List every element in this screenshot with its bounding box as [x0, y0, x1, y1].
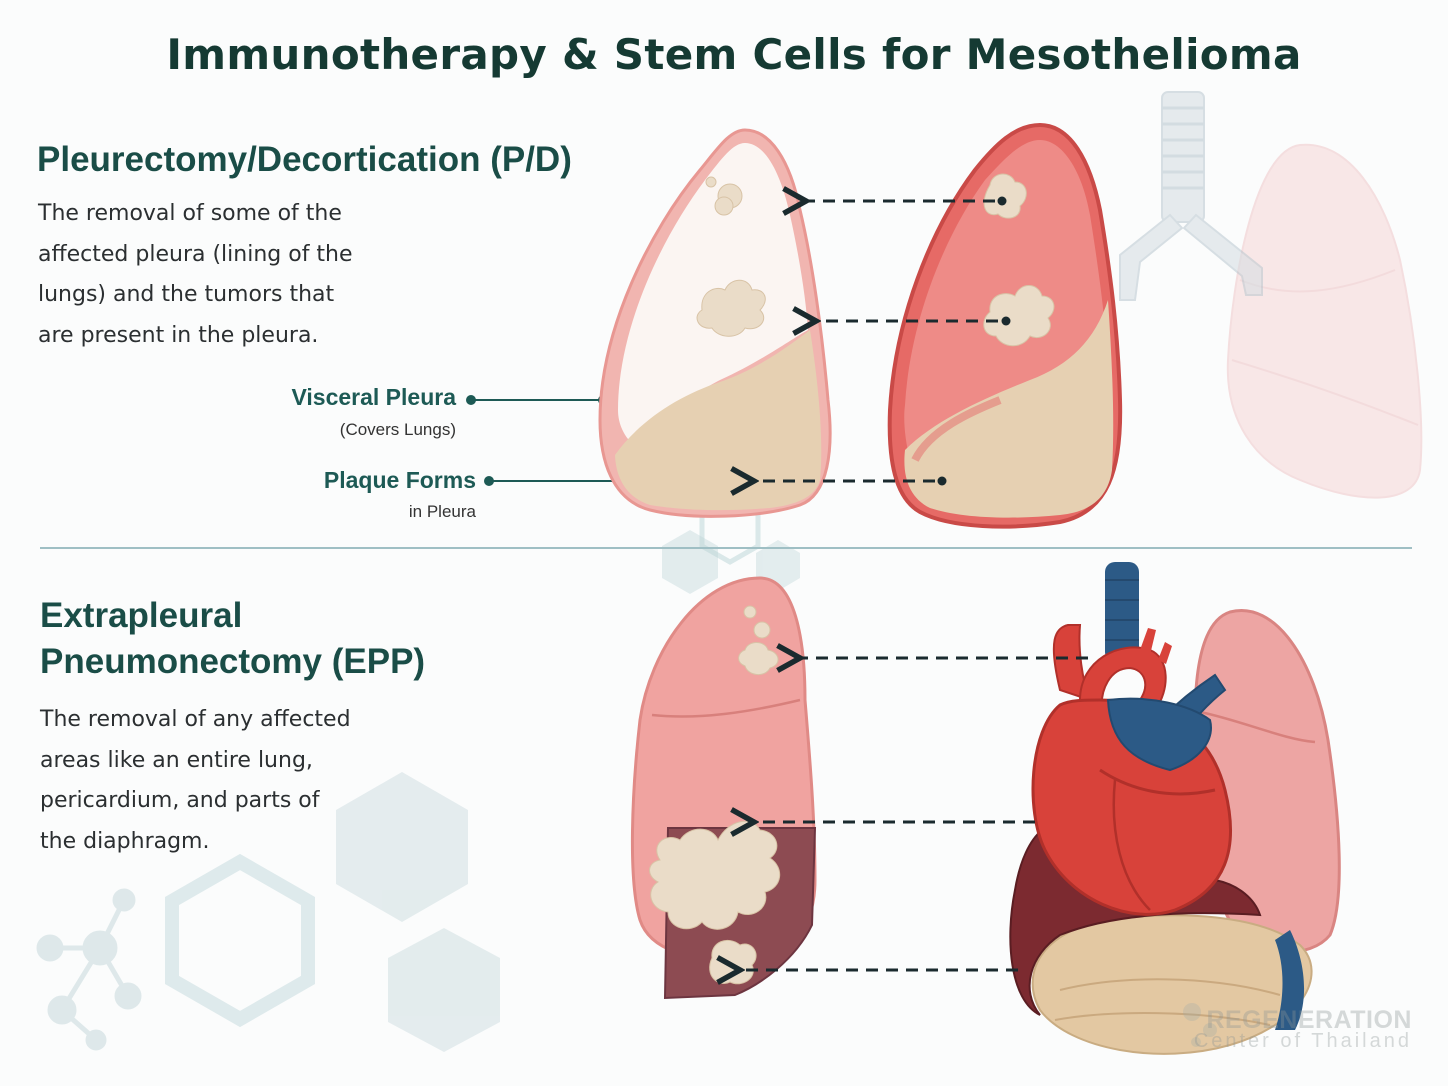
- watermark-logo-icon: [1183, 1003, 1217, 1047]
- pd-description: The removal of some of the affected pleu…: [38, 194, 438, 356]
- molecule-icon: [36, 888, 142, 1051]
- epp-description-line: The removal of any affected: [40, 707, 351, 732]
- epp-title-line: Extrapleural: [40, 596, 243, 635]
- heart-lung-diaphragm: [1009, 562, 1341, 1055]
- watermark: REGENERATION Center of Thailand: [1193, 1006, 1412, 1052]
- page-title: Immunotherapy & Stem Cells for Mesotheli…: [166, 30, 1302, 79]
- epp-description-line: the diaphragm.: [40, 828, 210, 854]
- epp-description: The removal of any affected areas like a…: [40, 700, 440, 862]
- pd-arrows: [754, 201, 998, 481]
- visceral-pleura-label: Visceral Pleura: [291, 384, 456, 410]
- hexagon-shape: [388, 928, 500, 1052]
- epp-description-line: pericardium, and parts of: [40, 788, 320, 813]
- epp-arrows: [740, 658, 1088, 970]
- plaque-forms-sublabel: in Pleura: [408, 502, 476, 521]
- hexagon-shape: [336, 772, 468, 922]
- watermark-line: Center of Thailand: [1193, 1030, 1412, 1052]
- visceral-pleura-sublabel: (Covers Lungs): [339, 420, 456, 439]
- faded-lung-right: [1226, 143, 1423, 499]
- affected-lung-red: [887, 122, 1123, 529]
- hexagon-outline: [165, 853, 315, 1028]
- epp-title-line: Pneumonectomy (EPP): [40, 642, 426, 681]
- pd-description-line: affected pleura (lining of the: [38, 241, 353, 267]
- epp-description-line: areas like an entire lung,: [40, 747, 313, 773]
- trachea: [1119, 91, 1263, 301]
- pd-section-title: Pleurectomy/Decortication (P/D): [37, 140, 572, 179]
- plaque-forms-label: Plaque Forms: [323, 467, 476, 493]
- section-divider: [40, 547, 1412, 549]
- watermark-line: REGENERATION: [1206, 1006, 1412, 1034]
- pd-description-line: lungs) and the tumors that: [38, 282, 335, 307]
- pd-description-line: are present in the pleura.: [38, 322, 319, 348]
- epp-section-title: Extrapleural Pneumonectomy (EPP): [40, 593, 425, 685]
- removed-lung: [630, 576, 817, 1000]
- pd-description-line: The removal of some of the: [38, 201, 342, 226]
- pleura-specimen: [598, 128, 832, 518]
